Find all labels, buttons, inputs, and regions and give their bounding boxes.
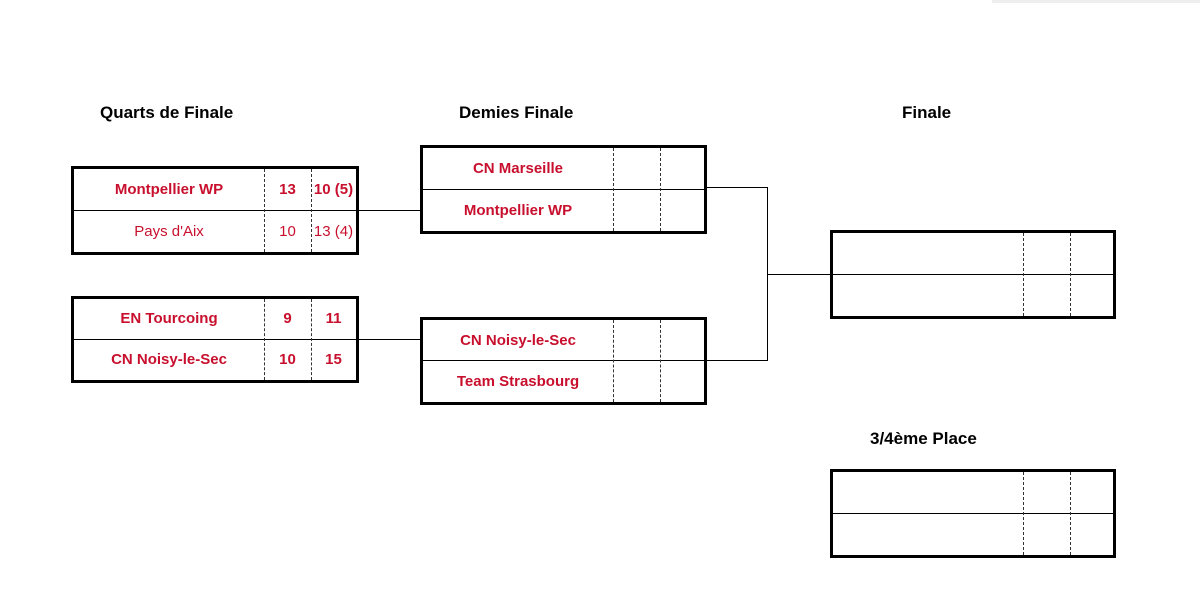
score-divider [1023, 233, 1024, 316]
heading-semis: Demies Finale [459, 103, 574, 122]
score-divider [1023, 472, 1024, 555]
quarter-final-match-1: Montpellier WP 13 10 (5) Pays d'Aix 10 1… [71, 166, 359, 255]
connector-sf1-out [707, 187, 768, 188]
score-divider [613, 148, 614, 231]
match-row [833, 472, 1113, 514]
heading-third-place: 3/4ème Place [870, 429, 977, 448]
match-row: Montpellier WP 13 10 (5) [74, 169, 356, 211]
score-game-2: 13 (4) [313, 222, 354, 240]
connector-qf2-to-sf2 [359, 339, 420, 340]
third-place-match [830, 469, 1116, 558]
team-name: CN Noisy-le-Sec [111, 351, 227, 369]
quarter-final-match-2: EN Tourcoing 9 11 CN Noisy-le-Sec 10 15 [71, 296, 359, 383]
score-divider [311, 169, 312, 252]
match-row: EN Tourcoing 9 11 [74, 299, 356, 340]
score-divider [1070, 472, 1071, 555]
score-game-1: 10 [279, 222, 296, 240]
score-divider [660, 148, 661, 231]
final-match [830, 230, 1116, 319]
team-name: CN Noisy-le-Sec [460, 331, 576, 349]
match-row [833, 233, 1113, 275]
score-game-1: 10 [279, 351, 296, 369]
score-divider [1070, 233, 1071, 316]
score-game-1: 9 [283, 310, 292, 328]
connector-sf2-out [707, 360, 768, 361]
team-name: Team Strasbourg [456, 373, 580, 390]
score-game-1: 13 [279, 180, 296, 198]
match-row: CN Marseille [423, 148, 704, 190]
team-name: CN Marseille [472, 159, 564, 177]
match-row [833, 514, 1113, 556]
score-game-2: 10 (5) [313, 180, 354, 198]
score-game-2: 15 [325, 351, 342, 369]
match-row: CN Noisy-le-Sec 10 15 [74, 340, 356, 381]
match-row: CN Noisy-le-Sec [423, 320, 704, 361]
score-divider [311, 299, 312, 380]
match-row: Team Strasbourg [423, 361, 704, 402]
team-name: EN Tourcoing [120, 310, 218, 328]
semi-final-match-2: CN Noisy-le-Sec Team Strasbourg [420, 317, 707, 405]
score-divider [613, 320, 614, 402]
match-row: Pays d'Aix 10 13 (4) [74, 211, 356, 253]
match-row [833, 275, 1113, 317]
team-name: Montpellier WP [114, 180, 224, 198]
score-divider [660, 320, 661, 402]
score-divider [264, 299, 265, 380]
score-game-2: 11 [325, 310, 342, 328]
match-row: Montpellier WP [423, 190, 704, 232]
team-name: Montpellier WP [463, 201, 573, 219]
heading-quarters: Quarts de Finale [100, 103, 234, 122]
score-divider [264, 169, 265, 252]
top-edge-bar [992, 0, 1200, 3]
connector-qf1-to-sf1 [359, 210, 420, 211]
team-name: Pays d'Aix [134, 222, 204, 240]
connector-to-final [767, 274, 830, 275]
heading-final: Finale [902, 103, 952, 122]
semi-final-match-1: CN Marseille Montpellier WP [420, 145, 707, 234]
